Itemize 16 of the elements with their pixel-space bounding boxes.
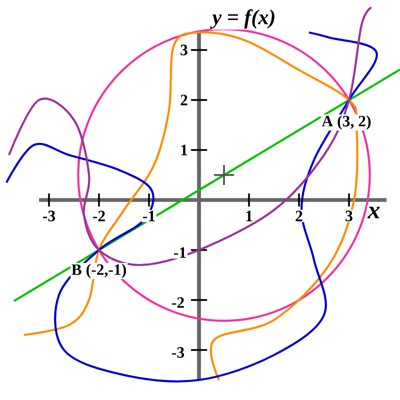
axis-label: 1: [179, 144, 189, 156]
axis-label: -1: [172, 246, 188, 259]
axis-label: -2: [170, 296, 186, 309]
axis-label: 3: [179, 44, 189, 56]
axis-label: y = f(x): [210, 8, 277, 30]
axis-label: -3: [42, 210, 56, 222]
axis-label: 3: [344, 210, 354, 222]
axis-label: x: [366, 206, 382, 220]
axis-label: 2: [179, 94, 189, 106]
axis-label: 2: [294, 210, 304, 222]
axis-label: -1: [142, 210, 156, 222]
axis-label: -3: [170, 346, 186, 359]
axis-label: A (3, 2): [320, 114, 372, 131]
axis-label: 1: [244, 210, 254, 222]
axis-label: B (-2,-1): [70, 262, 128, 280]
axis-label: -2: [92, 210, 106, 222]
